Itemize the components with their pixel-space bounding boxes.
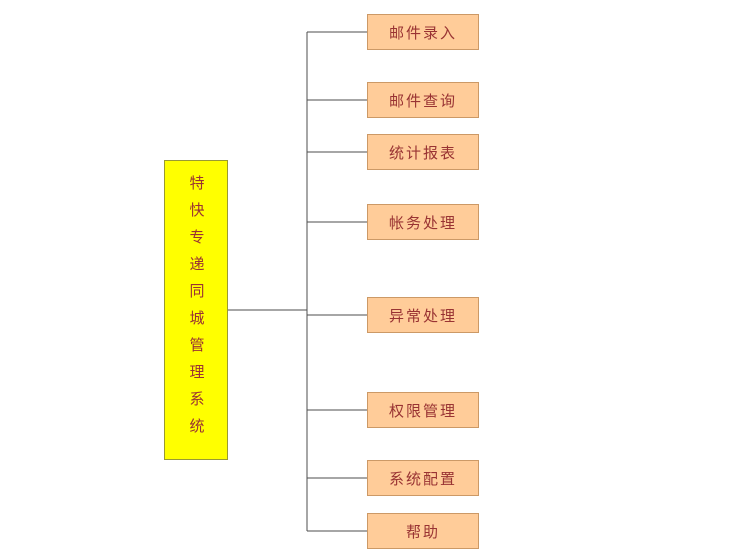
module-node-system-config: 系统配置 (367, 460, 479, 496)
root-node-label: 特快专递同城管理系统 (187, 175, 205, 445)
module-label: 异常处理 (388, 307, 457, 325)
module-label: 统计报表 (388, 144, 457, 162)
module-node-statistics-report: 统计报表 (367, 134, 479, 170)
module-label: 邮件录入 (388, 24, 457, 42)
root-node-system: 特快专递同城管理系统 (164, 160, 228, 460)
module-node-account-processing: 帐务处理 (367, 204, 479, 240)
module-label: 系统配置 (388, 470, 457, 488)
module-node-exception-handling: 异常处理 (367, 297, 479, 333)
module-label: 帮助 (405, 523, 440, 541)
module-node-help: 帮助 (367, 513, 479, 549)
module-label: 权限管理 (388, 402, 457, 420)
module-label: 邮件查询 (388, 92, 457, 110)
module-node-permission-management: 权限管理 (367, 392, 479, 428)
module-label: 帐务处理 (388, 214, 457, 232)
module-node-mail-entry: 邮件录入 (367, 14, 479, 50)
module-node-mail-query: 邮件查询 (367, 82, 479, 118)
